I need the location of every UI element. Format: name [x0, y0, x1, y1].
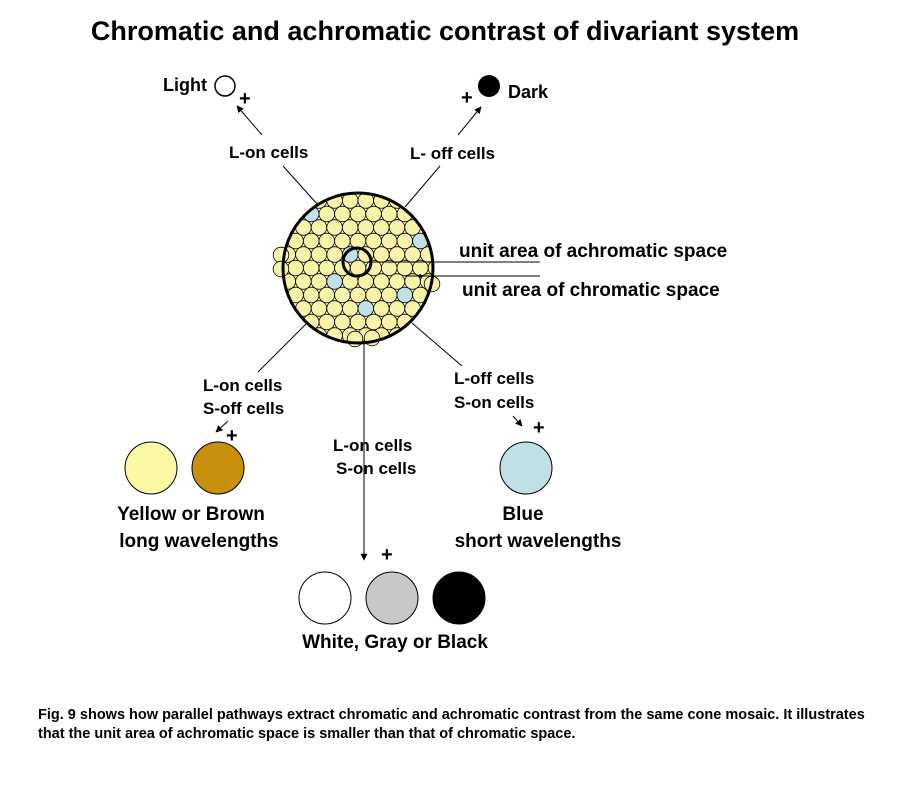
cone-cell — [272, 260, 290, 278]
middle-l-on-label: L-on cells — [333, 436, 412, 455]
cone-cell — [334, 232, 351, 250]
long-wavelengths-label: long wavelengths — [119, 531, 278, 552]
chromatic-pointer-dot — [418, 274, 422, 278]
cone-cell — [287, 259, 304, 277]
cone-cell — [396, 286, 414, 304]
cone-cell — [381, 232, 398, 250]
achromatic-space-label: unit area of achromatic space — [459, 241, 727, 262]
cone-cell — [326, 219, 343, 236]
cone-cell — [365, 313, 382, 331]
cone-cell — [396, 232, 414, 250]
cone-cell — [342, 219, 359, 236]
right-small-arrow — [512, 415, 523, 427]
l-off-cells-label: L- off cells — [410, 144, 495, 163]
cone-cell — [427, 259, 433, 277]
cone-cell — [318, 313, 336, 331]
cone-cell — [349, 232, 367, 250]
diagram-title: Chromatic and achromatic contrast of div… — [91, 16, 799, 46]
black-swatch — [432, 571, 486, 625]
brown-swatch — [191, 441, 245, 495]
dark-label: Dark — [508, 82, 549, 102]
cone-cell — [381, 313, 398, 331]
cone-cell — [349, 205, 367, 223]
light-arrow — [236, 105, 263, 136]
cone-cell — [295, 273, 312, 290]
cone-cell — [326, 300, 343, 317]
chromatic-unit-boundary — [281, 191, 435, 345]
l-on-cells-label: L-on cells — [229, 143, 308, 162]
cone-cell — [310, 246, 328, 263]
cone-cell — [357, 219, 375, 236]
middle-s-on-label: S-on cells — [336, 459, 416, 478]
cone-cell — [365, 286, 382, 304]
cone-cell — [334, 205, 351, 223]
cone-cell — [349, 286, 367, 304]
cone-cell — [318, 286, 336, 304]
dark-plus: + — [461, 87, 473, 109]
cone-cell — [318, 205, 336, 223]
left-plus: + — [226, 425, 238, 447]
yellow-brown-label: Yellow or Brown — [117, 504, 265, 525]
left-s-off-label: S-off cells — [203, 399, 284, 418]
left-l-on-label: L-on cells — [203, 376, 282, 395]
figure-caption: Fig. 9 shows how parallel pathways extra… — [38, 707, 865, 742]
chromatic-space-label: unit area of chromatic space — [462, 280, 720, 301]
cone-mosaic — [272, 191, 441, 348]
cone-cell — [365, 232, 382, 250]
cone-cell — [310, 219, 328, 236]
left-small-arrow — [215, 420, 229, 433]
dark-circle — [478, 75, 500, 97]
cone-cell — [373, 219, 390, 236]
white-swatch — [298, 571, 352, 625]
cone-cell — [342, 300, 359, 317]
right-plus: + — [533, 417, 545, 439]
cone-cell — [412, 259, 429, 277]
cone-cell — [404, 246, 421, 263]
short-wavelengths-label: short wavelengths — [455, 531, 622, 552]
l-on-connector — [282, 165, 319, 206]
cone-cell — [310, 273, 328, 290]
cone-cell — [303, 286, 320, 304]
cone-cell — [349, 313, 367, 331]
l-off-connector — [404, 165, 441, 208]
cone-cell — [326, 246, 343, 263]
cone-cell — [303, 232, 320, 250]
cone-cell — [388, 273, 406, 290]
cone-cell — [373, 246, 390, 263]
cone-cell — [357, 300, 375, 317]
cone-cell — [381, 259, 398, 277]
cone-cell — [334, 313, 351, 331]
light-circle — [214, 75, 236, 97]
blue-label: Blue — [502, 504, 543, 525]
right-pathway-line — [411, 322, 463, 367]
yellow-swatch — [124, 441, 178, 495]
cone-cell — [388, 246, 406, 263]
white-gray-black-label: White, Gray or Black — [302, 632, 488, 653]
cone-cell — [381, 205, 398, 223]
blue-swatch — [499, 441, 553, 495]
cone-cell — [326, 273, 343, 290]
middle-plus: + — [381, 544, 393, 566]
cone-cell — [303, 259, 320, 277]
light-label: Light — [163, 75, 207, 95]
cone-cell — [318, 259, 336, 277]
right-l-off-label: L-off cells — [454, 369, 534, 388]
left-pathway-line — [257, 322, 308, 373]
cone-cell — [373, 300, 390, 317]
cone-cell — [388, 300, 406, 317]
cone-cell — [318, 232, 336, 250]
cone-cell — [396, 259, 414, 277]
right-s-on-label: S-on cells — [454, 393, 534, 412]
cone-cell — [373, 273, 390, 290]
cone-cell — [381, 286, 398, 304]
cone-cell — [365, 205, 382, 223]
cone-cell — [310, 300, 328, 317]
light-plus: + — [239, 88, 251, 110]
cone-cell — [295, 246, 312, 263]
cone-cell — [388, 219, 406, 236]
dark-arrow — [457, 106, 482, 136]
cone-cell — [334, 286, 351, 304]
gray-swatch — [365, 571, 419, 625]
